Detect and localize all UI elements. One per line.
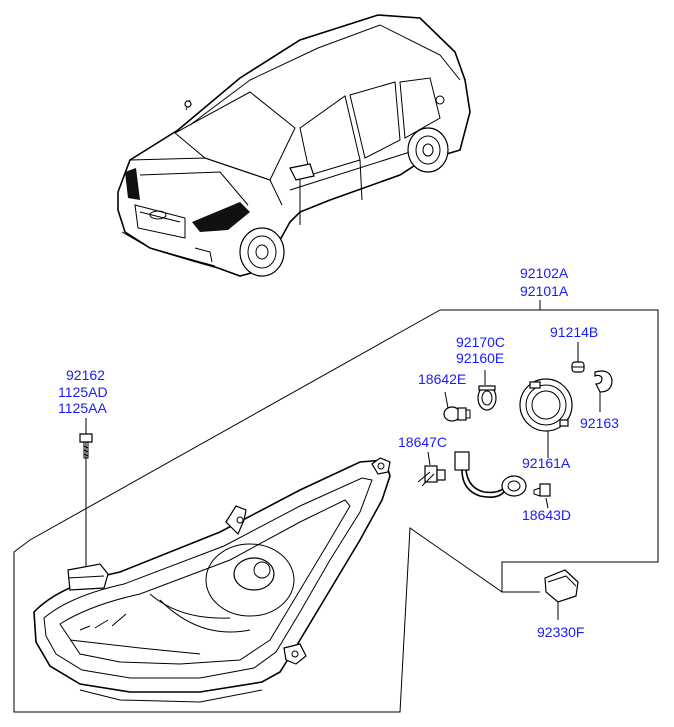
label-92161a: 92161A bbox=[522, 455, 571, 471]
label-1125ad: 1125AD bbox=[58, 384, 108, 400]
label-18643d: 18643D bbox=[522, 507, 571, 523]
headlamp-assembly bbox=[33, 457, 391, 703]
label-1125aa: 1125AA bbox=[58, 400, 107, 416]
socket-92170c-icon bbox=[477, 385, 497, 411]
label-92102a: 92102A bbox=[520, 265, 569, 281]
connector-92330f-icon bbox=[544, 569, 579, 603]
label-92330f: 92330F bbox=[537, 624, 584, 640]
label-18647c: 18647C bbox=[398, 434, 447, 450]
label-92160e: 92160E bbox=[456, 350, 504, 366]
cap-91214b-icon bbox=[571, 361, 585, 373]
bolt-92162-icon bbox=[79, 433, 93, 459]
bulb-18643d-icon bbox=[533, 483, 551, 497]
part-labels: 92102A 92101A 92170C 92160E 91214B 18642… bbox=[58, 265, 619, 640]
clip-92163-icon bbox=[594, 370, 613, 393]
car-illustration bbox=[117, 14, 471, 277]
label-92162: 92162 bbox=[66, 367, 105, 383]
label-92163: 92163 bbox=[580, 415, 619, 431]
bulb-18642e-icon bbox=[443, 406, 471, 422]
dust-cover-92161a-icon bbox=[519, 378, 573, 432]
label-91214b: 91214B bbox=[550, 324, 598, 340]
label-92170c: 92170C bbox=[456, 334, 505, 350]
label-92101a: 92101A bbox=[520, 283, 569, 299]
assembly-frame bbox=[13, 300, 659, 713]
wiring-harness-icon bbox=[454, 451, 527, 498]
bulb-18647c-icon bbox=[417, 465, 446, 487]
label-18642e: 18642E bbox=[418, 371, 466, 387]
